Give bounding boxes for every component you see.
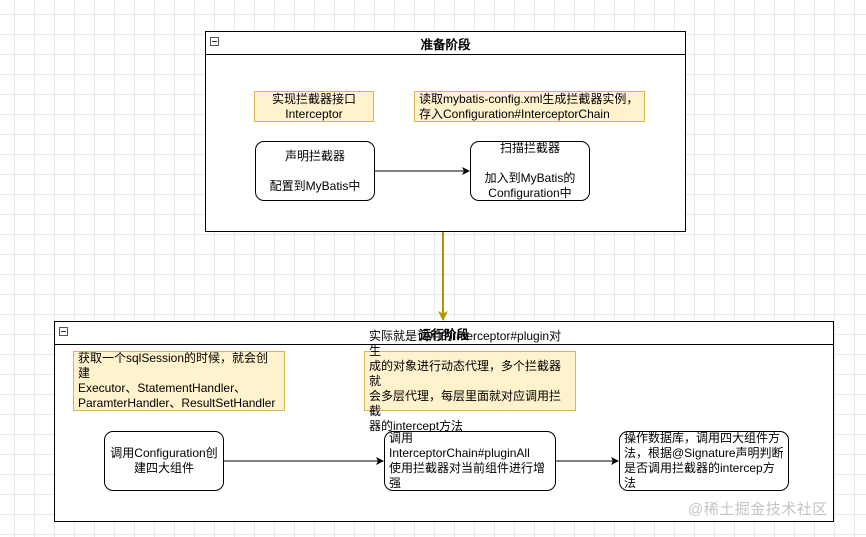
collapse-icon[interactable] — [210, 37, 219, 46]
node-scan-interceptor[interactable]: 扫描拦截器 加入到MyBatis的 Configuration中 — [470, 141, 590, 201]
note-read-config[interactable]: 读取mybatis-config.xml生成拦截器实例， 存入Configura… — [414, 91, 645, 122]
node-create-components[interactable]: 调用Configuration创 建四大组件 — [104, 431, 224, 491]
watermark: @稀土掘金技术社区 — [688, 501, 828, 518]
node-declare-interceptor[interactable]: 声明拦截器 配置到MyBatis中 — [255, 141, 375, 201]
node-plugin-all[interactable]: 调用InterceptorChain#pluginAll 使用拦截器对当前组件进… — [384, 431, 556, 491]
note-implement-interceptor[interactable]: 实现拦截器接口 Interceptor — [254, 91, 374, 122]
run-stage-header[interactable]: 运行阶段 — [55, 322, 833, 345]
run-stage-title: 运行阶段 — [418, 327, 469, 342]
collapse-icon[interactable] — [59, 327, 68, 336]
node-operate-database[interactable]: 操作数据库，调用四大组件方 法，根据@Signature声明判断 是否调用拦截器… — [619, 431, 789, 491]
prepare-stage-title: 准备阶段 — [420, 37, 471, 52]
prepare-stage-header[interactable]: 准备阶段 — [206, 32, 685, 55]
note-get-sqlsession[interactable]: 获取一个sqlSession的时候，就会创建 Executor、Statemen… — [73, 351, 285, 411]
